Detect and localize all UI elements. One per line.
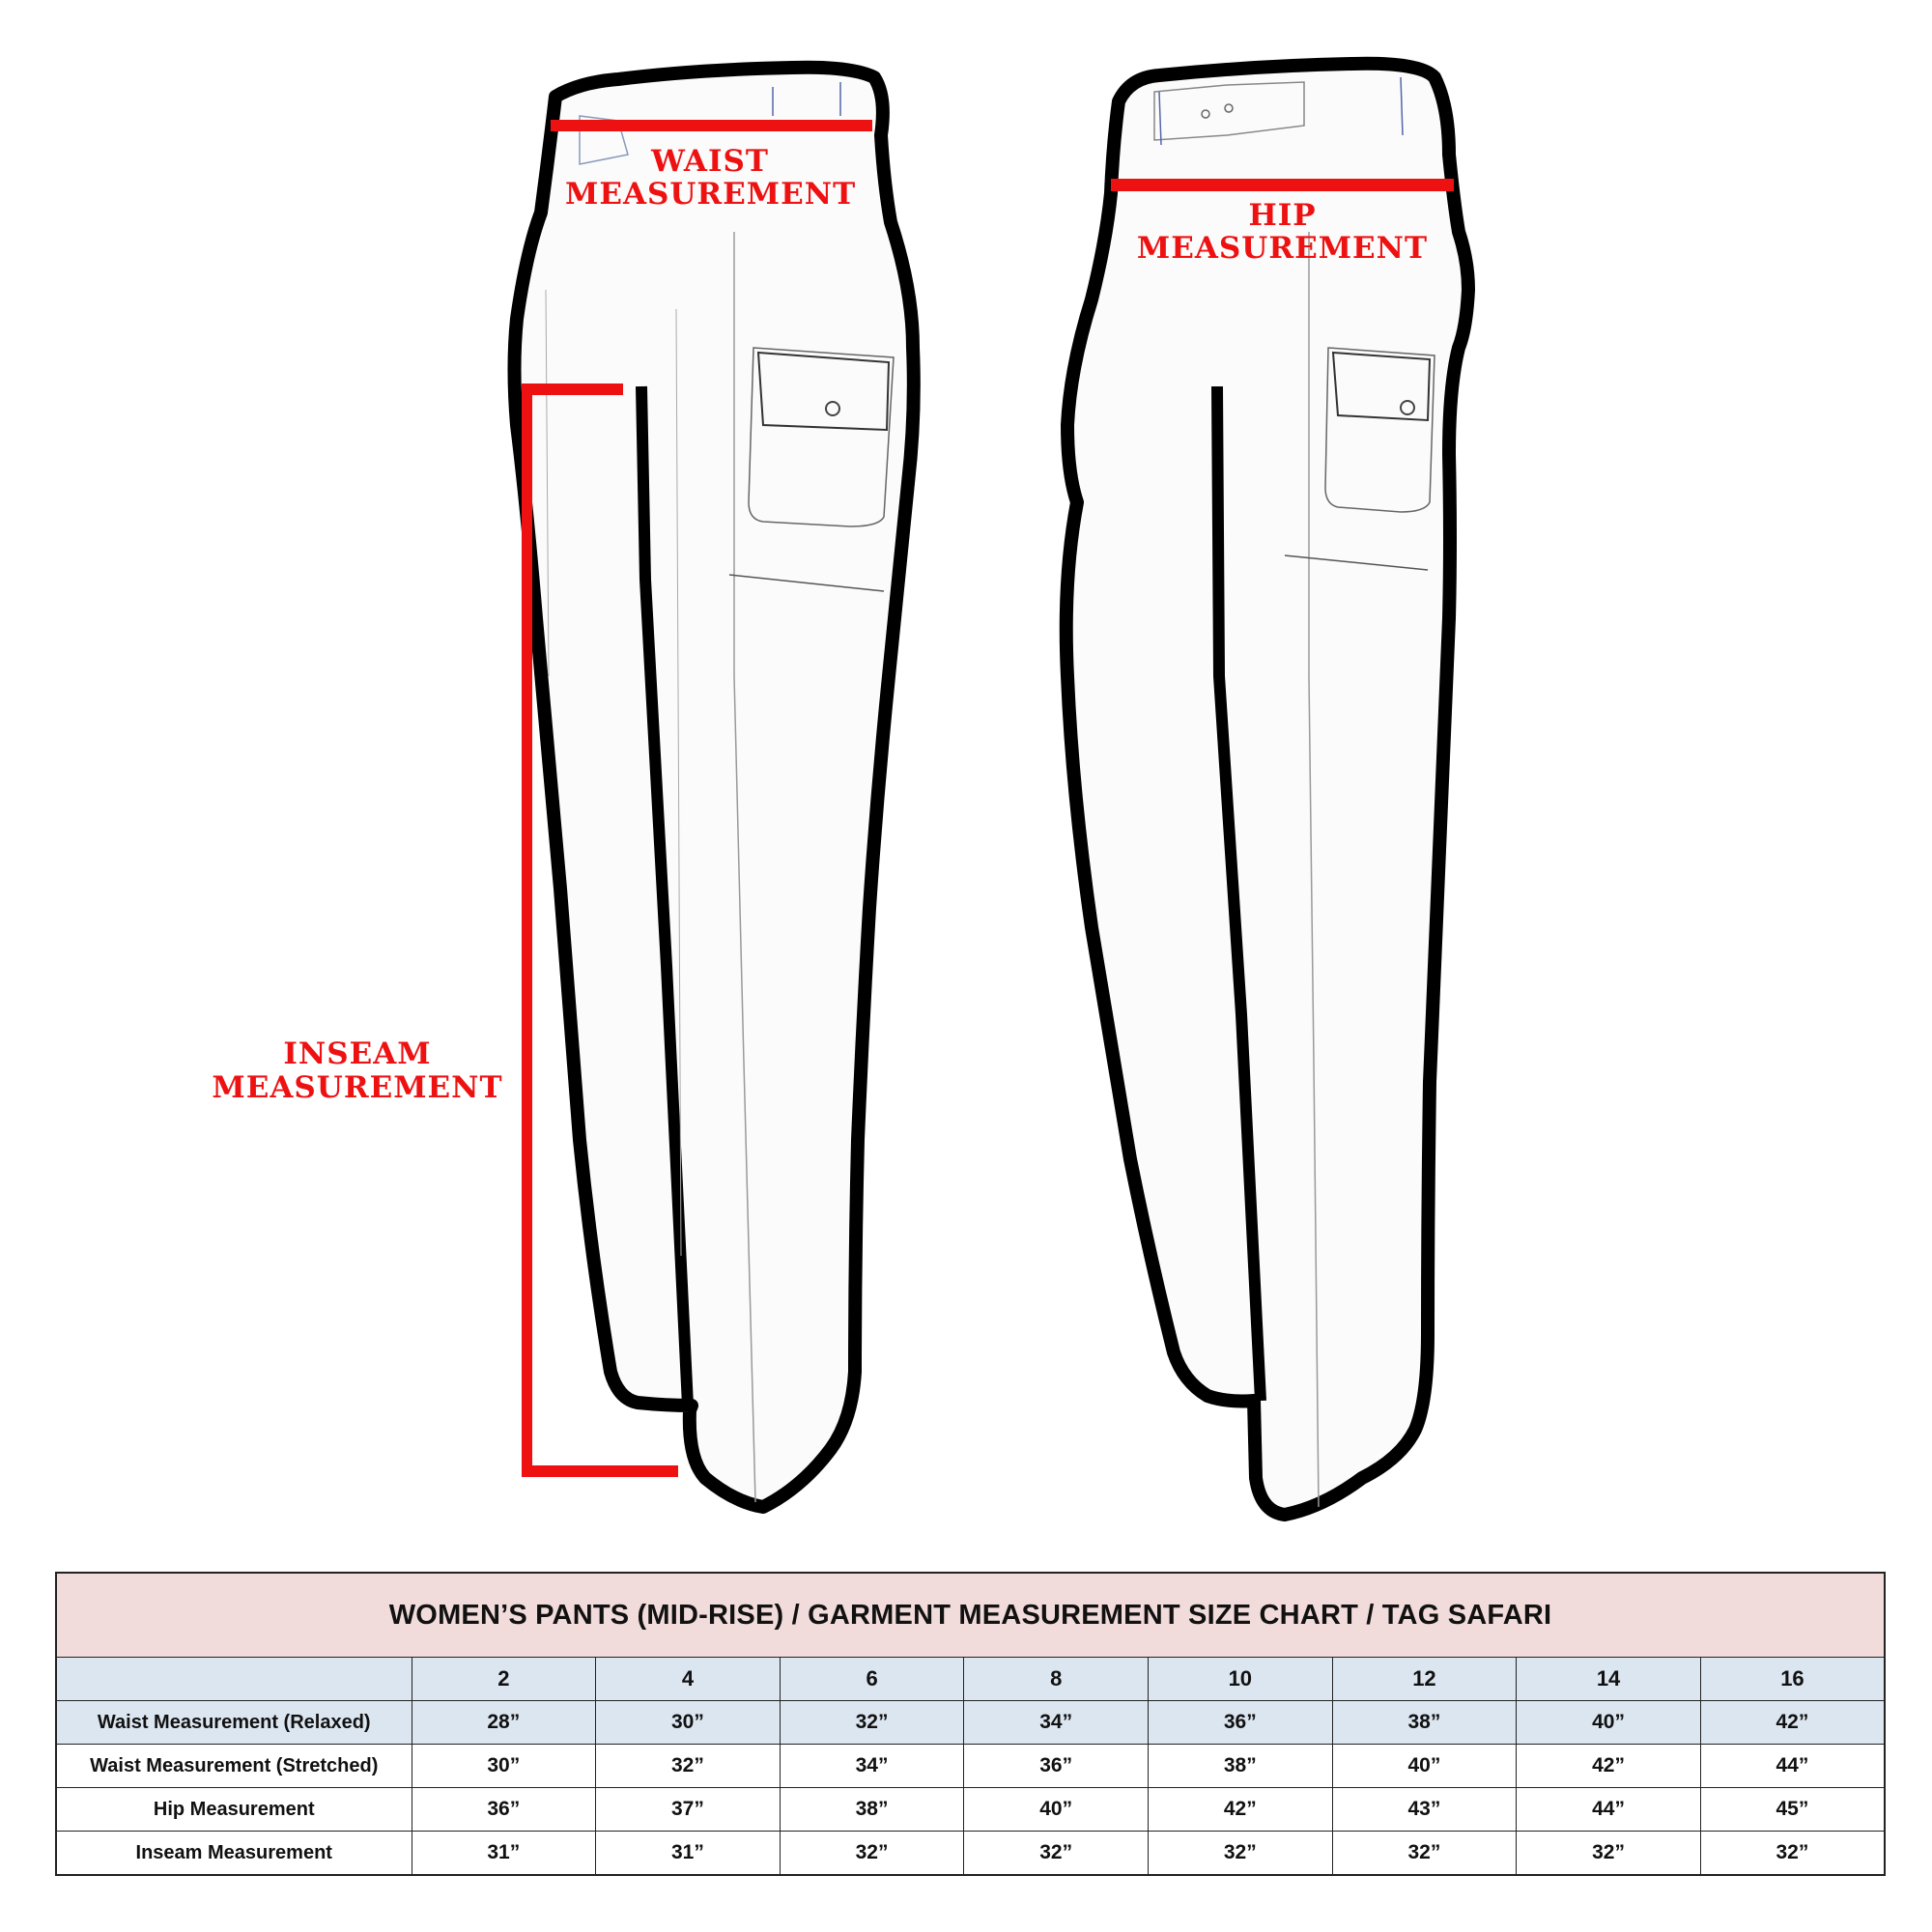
table-cell: 31” [595, 1831, 781, 1876]
table-cell: 30” [411, 1744, 597, 1788]
table-cell: 44” [1699, 1744, 1886, 1788]
table-cell: 42” [1148, 1787, 1333, 1832]
left-pants-drawing [507, 60, 921, 1514]
table-cell: 34” [779, 1744, 965, 1788]
table-cell: 32” [1148, 1831, 1333, 1876]
table-cell: 40” [1331, 1744, 1518, 1788]
pants-illustration [507, 56, 1475, 1521]
table-cell: 40” [963, 1787, 1149, 1832]
table-row-hip: Hip Measurement 36” 37” 38” 40” 42” 43” … [55, 1787, 1886, 1832]
waist-label-line1: WAIST [651, 144, 769, 179]
hip-label-line1: HIP [1248, 198, 1317, 233]
row-label: Hip Measurement [55, 1787, 412, 1832]
size-header-blank [55, 1657, 412, 1701]
size-header: 4 [595, 1657, 781, 1701]
table-title: WOMEN’S PANTS (MID-RISE) / GARMENT MEASU… [55, 1572, 1886, 1658]
table-cell: 45” [1699, 1787, 1886, 1832]
row-label: Inseam Measurement [55, 1831, 412, 1876]
inseam-measurement-label: INSEAM MEASUREMENT [208, 1039, 507, 1103]
hip-label-line2: MEASUREMENT [1136, 231, 1429, 266]
table-cell: 37” [595, 1787, 781, 1832]
table-cell: 40” [1516, 1700, 1701, 1745]
table-cell: 38” [1148, 1744, 1333, 1788]
size-header: 10 [1148, 1657, 1333, 1701]
row-label: Waist Measurement (Stretched) [55, 1744, 412, 1788]
right-pants-drawing [1059, 56, 1475, 1521]
size-header: 16 [1699, 1657, 1886, 1701]
size-header: 8 [963, 1657, 1149, 1701]
table-cell: 32” [1699, 1831, 1886, 1876]
size-header: 12 [1331, 1657, 1518, 1701]
table-cell: 38” [1331, 1700, 1518, 1745]
table-row-inseam: Inseam Measurement 31” 31” 32” 32” 32” 3… [55, 1831, 1886, 1876]
table-cell: 34” [963, 1700, 1149, 1745]
table-cell: 43” [1331, 1787, 1518, 1832]
table-cell: 44” [1516, 1787, 1701, 1832]
table-cell: 32” [779, 1831, 965, 1876]
table-cell: 32” [779, 1700, 965, 1745]
size-header: 6 [779, 1657, 965, 1701]
hip-measurement-label: HIP MEASUREMENT [1130, 201, 1435, 264]
size-header: 14 [1516, 1657, 1701, 1701]
right-inseam-black-line [1211, 385, 1266, 1402]
waist-label-line2: MEASUREMENT [565, 177, 857, 212]
table-cell: 36” [411, 1787, 597, 1832]
waist-measurement-label: WAIST MEASUREMENT [565, 147, 855, 210]
right-pants-outline [1059, 56, 1475, 1521]
table-cell: 36” [963, 1744, 1149, 1788]
left-inseam-black-line [636, 385, 694, 1406]
table-cell: 32” [1516, 1831, 1701, 1876]
table-cell: 32” [595, 1744, 781, 1788]
table-title-row: WOMEN’S PANTS (MID-RISE) / GARMENT MEASU… [55, 1572, 1886, 1658]
table-row-waist-stretched: Waist Measurement (Stretched) 30” 32” 34… [55, 1744, 1886, 1788]
row-label: Waist Measurement (Relaxed) [55, 1700, 412, 1745]
table-cell: 31” [411, 1831, 597, 1876]
inseam-label-line2: MEASUREMENT [212, 1070, 503, 1105]
table-row-waist-relaxed: Waist Measurement (Relaxed) 28” 30” 32” … [55, 1700, 1886, 1745]
inseam-label-line1: INSEAM [283, 1037, 432, 1071]
hip-measurement-line [1111, 179, 1454, 191]
table-cell: 28” [411, 1700, 597, 1745]
left-pants-outline [507, 60, 921, 1514]
inseam-measurement-bracket [522, 384, 678, 1477]
size-chart-table: WOMEN’S PANTS (MID-RISE) / GARMENT MEASU… [55, 1572, 1886, 1876]
table-cell: 32” [1331, 1831, 1518, 1876]
table-cell: 32” [963, 1831, 1149, 1876]
size-header-row: 2 4 6 8 10 12 14 16 [55, 1657, 1886, 1701]
table-cell: 38” [779, 1787, 965, 1832]
size-header: 2 [411, 1657, 597, 1701]
table-cell: 42” [1516, 1744, 1701, 1788]
table-cell: 42” [1699, 1700, 1886, 1745]
table-cell: 30” [595, 1700, 781, 1745]
table-cell: 36” [1148, 1700, 1333, 1745]
waist-measurement-line [551, 120, 872, 131]
